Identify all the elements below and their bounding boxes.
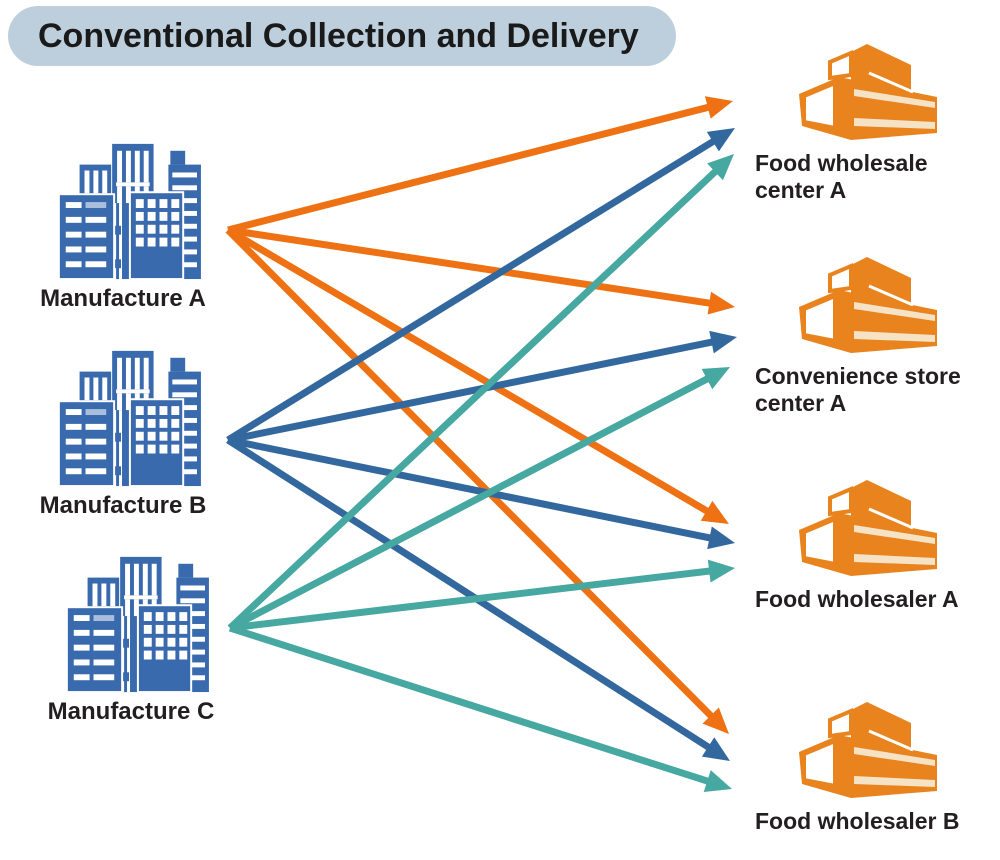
node-food-wholesaler-b: Food wholesaler B — [745, 700, 995, 835]
arrow-line-manufacture-a-to-food-wholesale-center-a — [227, 103, 712, 234]
arrow-head-manufacture-c-to-food-wholesaler-a — [707, 559, 735, 583]
warehouse-building-icon — [789, 255, 949, 360]
node-manufacture-a: Manufacture A — [18, 135, 228, 313]
label-line-1: Convenience store — [755, 363, 961, 389]
arrow-line-manufacture-b-to-food-wholesale-center-a — [226, 137, 718, 443]
convenience-store-center-a-label: Convenience store center A — [745, 363, 995, 417]
arrow-head-manufacture-b-to-convenience-store-center-a — [709, 330, 737, 354]
node-food-wholesale-center-a: Food wholesale center A — [745, 42, 995, 204]
arrow-head-manufacture-a-to-food-wholesale-center-a — [704, 96, 733, 119]
factory-buildings-icon — [38, 342, 208, 490]
diagram-title: Conventional Collection and Delivery — [38, 16, 639, 55]
factory-buildings-icon — [38, 135, 208, 283]
food-wholesale-center-a-label: Food wholesale center A — [745, 150, 995, 204]
arrow-line-manufacture-c-to-food-wholesaler-a — [229, 567, 713, 632]
arrow-line-manufacture-c-to-food-wholesaler-b — [228, 624, 712, 786]
food-wholesaler-b-label: Food wholesaler B — [745, 808, 995, 835]
arrow-line-manufacture-c-to-convenience-store-center-a — [228, 374, 712, 632]
arrow-head-manufacture-a-to-food-wholesaler-a — [700, 500, 729, 524]
warehouse-building-icon — [789, 42, 949, 147]
arrow-line-manufacture-a-to-convenience-store-center-a — [227, 226, 713, 308]
manufacture-c-label: Manufacture C — [47, 698, 215, 725]
arrow-head-manufacture-a-to-food-wholesaler-b — [702, 707, 729, 734]
food-wholesaler-a-label: Food wholesaler A — [745, 586, 995, 613]
label-line-1: Food wholesale — [755, 150, 928, 176]
label-line-2: center A — [755, 390, 847, 416]
title-banner: Conventional Collection and Delivery — [8, 6, 676, 66]
warehouse-building-icon — [789, 700, 949, 805]
warehouse-building-icon — [789, 478, 949, 583]
label-line-1: Food wholesaler B — [755, 808, 960, 834]
arrow-line-manufacture-a-to-food-wholesaler-b — [225, 227, 716, 721]
node-manufacture-c: Manufacture C — [26, 548, 236, 726]
label-line-1: Food wholesaler A — [755, 586, 959, 612]
manufacture-a-label: Manufacture A — [40, 285, 206, 312]
arrow-line-manufacture-b-to-convenience-store-center-a — [227, 338, 716, 444]
node-food-wholesaler-a: Food wholesaler A — [745, 478, 995, 613]
arrow-head-manufacture-c-to-food-wholesaler-b — [703, 770, 732, 793]
arrow-head-manufacture-b-to-food-wholesaler-a — [707, 526, 735, 550]
node-convenience-store-center-a: Convenience store center A — [745, 255, 995, 417]
arrow-head-manufacture-c-to-food-wholesale-center-a — [707, 154, 734, 181]
arrow-head-manufacture-a-to-convenience-store-center-a — [707, 291, 735, 315]
factory-buildings-icon — [46, 548, 216, 696]
label-line-2: center A — [755, 177, 847, 203]
arrow-line-manufacture-c-to-food-wholesale-center-a — [227, 167, 720, 631]
manufacture-b-label: Manufacture B — [39, 492, 207, 519]
arrow-line-manufacture-b-to-food-wholesaler-a — [227, 436, 714, 542]
arrow-head-manufacture-b-to-food-wholesaler-b — [701, 737, 730, 761]
arrow-line-manufacture-b-to-food-wholesaler-b — [226, 437, 713, 752]
node-manufacture-b: Manufacture B — [18, 342, 228, 520]
arrow-head-manufacture-c-to-convenience-store-center-a — [701, 367, 730, 390]
arrow-head-manufacture-b-to-food-wholesale-center-a — [706, 128, 735, 152]
arrow-line-manufacture-a-to-food-wholesaler-a — [226, 226, 711, 516]
